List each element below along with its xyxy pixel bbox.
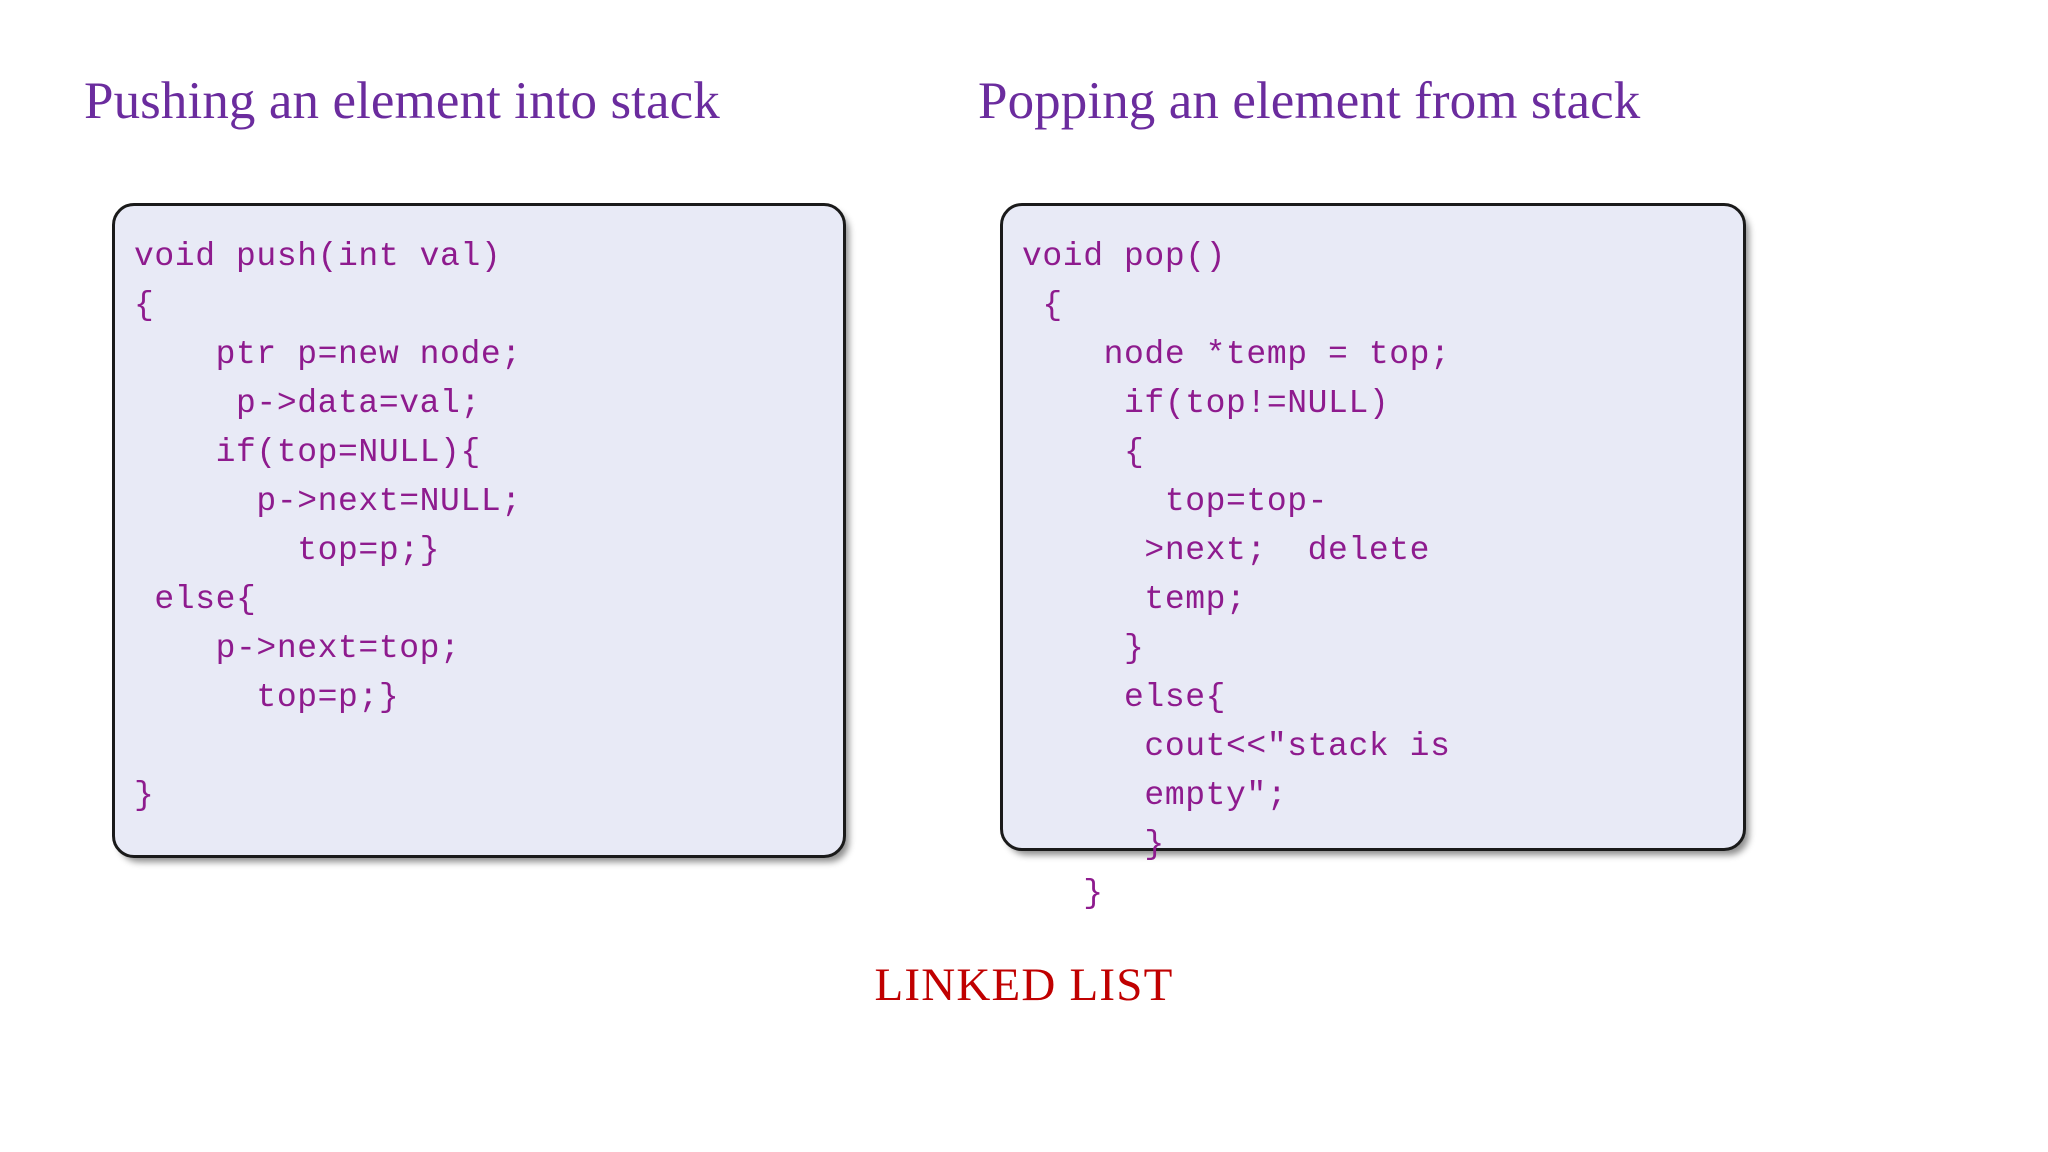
heading-pop: Popping an element from stack <box>978 72 1641 130</box>
code-line: } <box>1022 875 1104 912</box>
heading-push: Pushing an element into stack <box>84 72 720 130</box>
footer-caption: LINKED LIST <box>874 959 1174 1011</box>
code-panel-push <box>112 203 846 858</box>
code-panel-pop <box>1000 203 1746 851</box>
